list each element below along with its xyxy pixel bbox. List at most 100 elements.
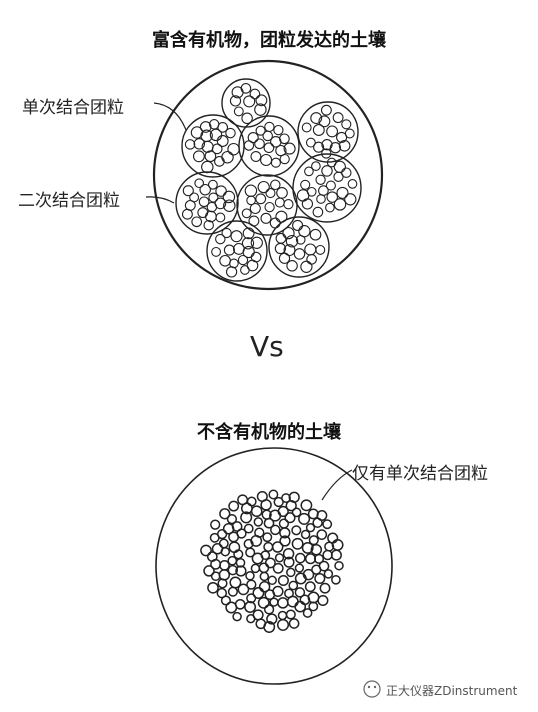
- primary-particle: [305, 137, 316, 148]
- primary-particle: [243, 538, 254, 549]
- primary-particle: [288, 618, 300, 629]
- primary-particle: [205, 210, 217, 223]
- primary-particle: [304, 553, 317, 565]
- primary-particle-group: [200, 489, 344, 633]
- primary-particle: [338, 139, 351, 152]
- primary-particle: [270, 524, 281, 536]
- primary-particle: [300, 499, 313, 512]
- primary-particle: [301, 198, 314, 210]
- primary-particle: [273, 124, 284, 136]
- primary-particle: [267, 575, 277, 586]
- primary-particle: [263, 517, 275, 529]
- primary-particle: [201, 140, 214, 153]
- primary-particle: [321, 165, 333, 177]
- primary-particle: [316, 510, 328, 521]
- secondary-aggregate: [297, 101, 359, 163]
- primary-particle: [270, 136, 282, 148]
- primary-particle: [325, 180, 336, 191]
- primary-particle: [221, 227, 232, 239]
- primary-particle: [304, 581, 316, 593]
- primary-particle: [336, 131, 348, 143]
- primary-particle: [249, 88, 261, 100]
- primary-particle: [246, 579, 257, 590]
- primary-particle: [260, 153, 273, 167]
- primary-particle: [263, 142, 275, 154]
- primary-particle: [227, 142, 240, 156]
- primary-particle: [241, 237, 255, 250]
- primary-particle: [270, 179, 281, 191]
- primary-particle: [294, 563, 305, 573]
- primary-particle: [227, 586, 238, 597]
- bottom-soil-diagram: [155, 447, 393, 685]
- primary-particle: [230, 230, 243, 243]
- primary-particle: [222, 523, 235, 535]
- primary-particle: [331, 538, 344, 551]
- primary-particle: [215, 185, 227, 197]
- primary-particle: [246, 195, 256, 206]
- primary-particle: [243, 523, 254, 534]
- secondary-aggregate-group: [175, 78, 362, 282]
- primary-particle: [233, 549, 244, 560]
- primary-particle: [255, 125, 266, 136]
- primary-particle: [264, 121, 275, 133]
- primary-particle: [322, 549, 333, 561]
- primary-particle: [210, 519, 221, 530]
- primary-particle: [264, 201, 275, 213]
- primary-particle: [231, 86, 244, 99]
- primary-particle: [276, 187, 288, 199]
- primary-particle: [203, 565, 215, 577]
- primary-particle: [264, 557, 276, 569]
- primary-particle: [223, 244, 235, 256]
- primary-particle: [190, 126, 204, 139]
- primary-particle: [237, 254, 249, 266]
- primary-particle: [272, 562, 284, 574]
- label-primary-aggregate: 单次结合团粒: [22, 98, 124, 118]
- primary-particle: [208, 119, 220, 130]
- primary-particle: [258, 581, 271, 593]
- primary-particle: [344, 193, 357, 206]
- primary-particle: [250, 505, 263, 518]
- primary-particle: [310, 112, 323, 125]
- primary-particle: [285, 500, 297, 512]
- primary-particle: [294, 587, 306, 598]
- primary-particle: [200, 544, 212, 557]
- primary-particle: [301, 541, 314, 554]
- primary-particle: [296, 189, 310, 202]
- primary-particle: [294, 552, 306, 564]
- primary-particle: [234, 598, 246, 610]
- primary-particle: [240, 502, 253, 515]
- primary-particle: [254, 527, 265, 538]
- primary-particle: [286, 567, 296, 578]
- primary-particle: [216, 135, 229, 147]
- primary-particle: [217, 578, 228, 589]
- primary-particle: [318, 185, 329, 196]
- primary-particle: [193, 138, 206, 150]
- primary-particle: [254, 103, 267, 116]
- primary-particle: [313, 141, 325, 153]
- primary-particle: [182, 185, 194, 197]
- primary-particle: [211, 543, 224, 555]
- primary-particle: [315, 244, 326, 255]
- primary-particle: [329, 142, 342, 154]
- primary-particle: [214, 156, 225, 167]
- primary-particle: [332, 112, 344, 124]
- primary-particle: [283, 556, 295, 568]
- primary-particle: [207, 581, 219, 594]
- primary-particle: [251, 552, 264, 565]
- primary-particle: [257, 596, 270, 609]
- primary-particle: [232, 242, 245, 255]
- secondary-aggregate: [268, 216, 330, 278]
- leader-line-primary: [153, 102, 187, 131]
- primary-particle: [265, 188, 276, 199]
- primary-particle: [347, 179, 358, 189]
- vs-text: Vs: [250, 330, 284, 363]
- primary-particle: [286, 260, 298, 272]
- bottom-soil-outline: [155, 447, 393, 685]
- primary-particle: [225, 266, 238, 278]
- primary-particle: [318, 560, 330, 572]
- primary-particle: [282, 226, 295, 240]
- top-soil-diagram: [145, 59, 384, 291]
- primary-particle: [218, 538, 229, 549]
- primary-particle: [226, 513, 238, 525]
- primary-particle: [221, 150, 234, 164]
